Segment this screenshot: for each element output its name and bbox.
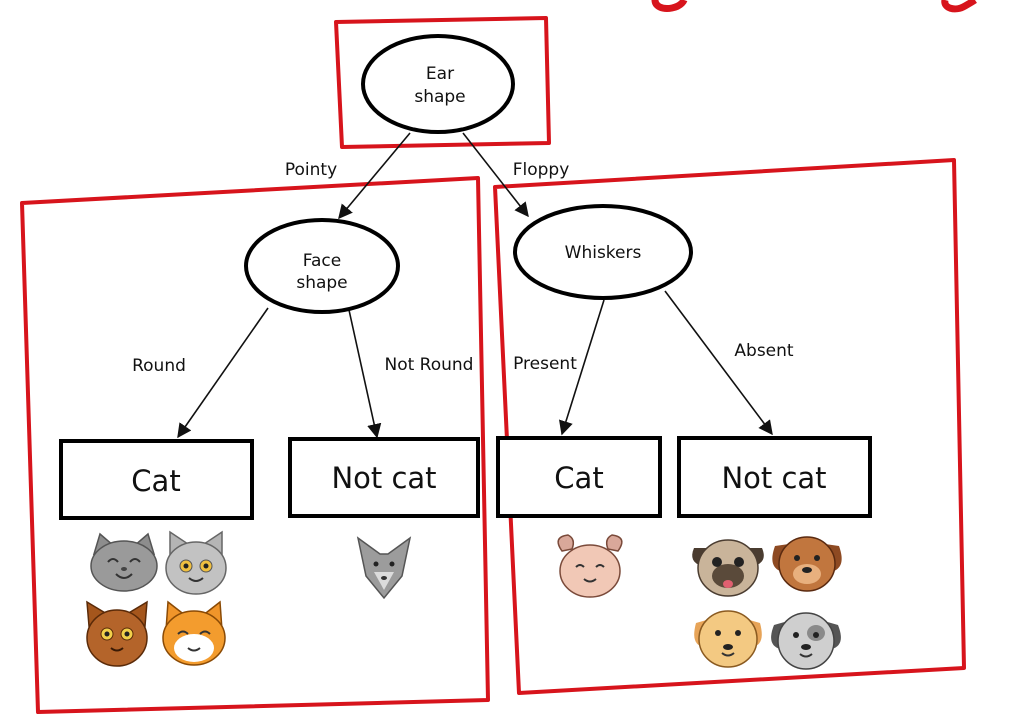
edge-left-right bbox=[348, 309, 382, 439]
svg-text:shape: shape bbox=[296, 273, 347, 293]
brown-cat-icon bbox=[86, 600, 148, 667]
node-whiskers: Whiskers bbox=[513, 204, 693, 300]
svg-text:Cat: Cat bbox=[554, 461, 603, 495]
edge-right-right bbox=[664, 290, 773, 436]
yellow-dog-icon bbox=[694, 610, 762, 668]
leaf-not-cat-left: Not cat bbox=[288, 437, 480, 518]
edge-label-not-round: Not Round bbox=[385, 355, 474, 375]
brown-dog-icon bbox=[772, 536, 842, 592]
leaf-cat-left: Cat bbox=[59, 439, 254, 520]
svg-text:Not cat: Not cat bbox=[331, 461, 436, 495]
silver-cat-icon bbox=[165, 530, 227, 595]
left-subtree-box bbox=[20, 176, 490, 714]
edge-label-present: Present bbox=[513, 354, 577, 374]
gray-pointy-cat-icon bbox=[356, 536, 412, 600]
title-fragment bbox=[651, 0, 977, 13]
svg-text:Cat: Cat bbox=[131, 464, 180, 498]
edge-label-floppy: Floppy bbox=[513, 160, 570, 180]
gray-dog-icon bbox=[771, 612, 841, 670]
svg-text:shape: shape bbox=[414, 87, 465, 107]
leaf-cat-right: Cat bbox=[496, 436, 662, 518]
floppy-eared-cat-icon bbox=[557, 534, 623, 598]
leaf-not-cat-right: Not cat bbox=[677, 436, 872, 518]
edge-root-right bbox=[462, 132, 529, 218]
pug-dog-icon bbox=[692, 539, 764, 597]
gray-cat-icon bbox=[90, 532, 158, 592]
node-face-shape: Face shape bbox=[244, 218, 400, 314]
svg-text:Not cat: Not cat bbox=[721, 461, 826, 495]
edge-root-left bbox=[338, 132, 411, 220]
edge-right-left bbox=[559, 299, 605, 436]
root-highlight-box bbox=[334, 16, 551, 149]
edge-label-absent: Absent bbox=[734, 341, 794, 361]
node-ear-shape: Ear shape bbox=[361, 34, 515, 134]
svg-text:Face: Face bbox=[303, 251, 341, 271]
svg-text:Whiskers: Whiskers bbox=[565, 243, 642, 263]
edge-label-round: Round bbox=[132, 356, 186, 376]
edge-label-pointy: Pointy bbox=[285, 160, 337, 180]
edge-left-left bbox=[177, 307, 269, 439]
right-subtree-box bbox=[493, 158, 966, 695]
svg-text:Ear: Ear bbox=[426, 64, 454, 84]
orange-cat-icon bbox=[162, 600, 226, 666]
